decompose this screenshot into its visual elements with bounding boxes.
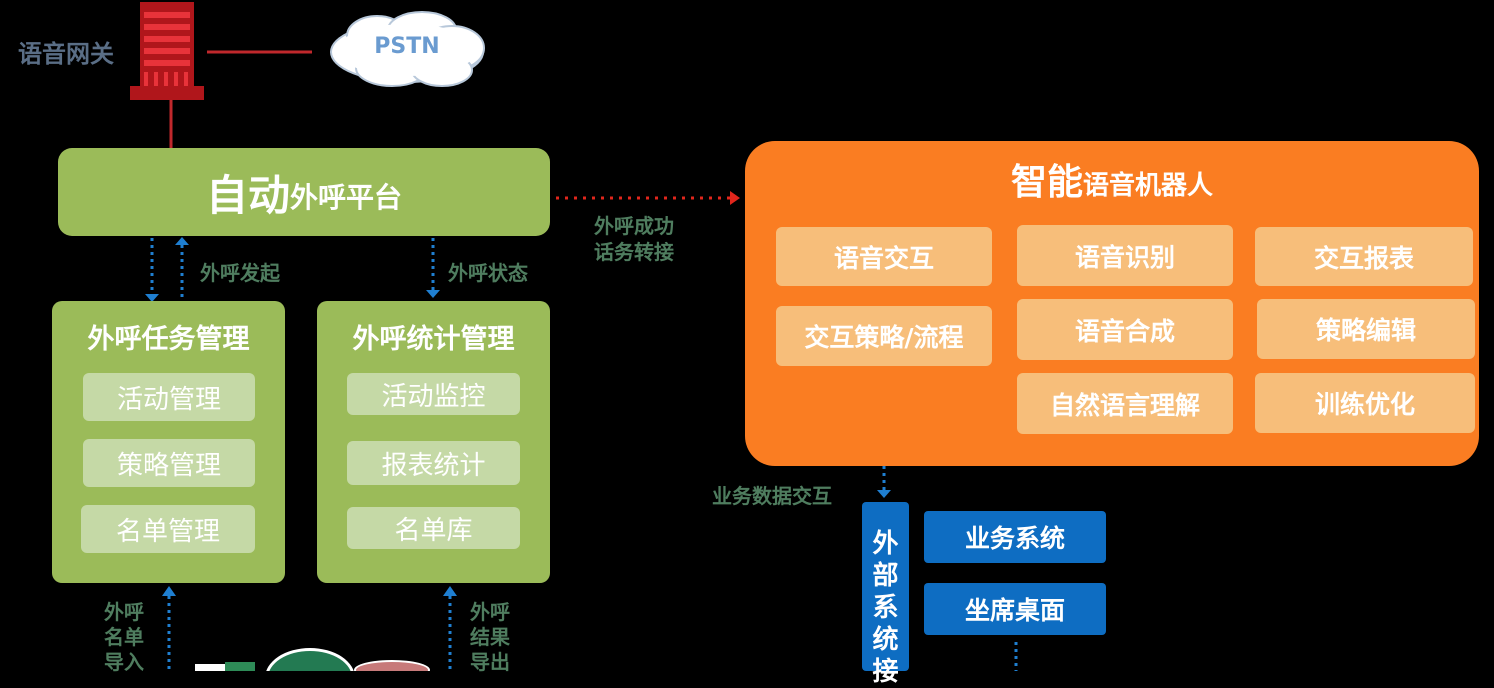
- speech-synthesis-button[interactable]: 语音合成: [1017, 299, 1233, 360]
- call-success-label: 外呼成功 话务转接: [594, 214, 674, 264]
- strategy-management-button[interactable]: 策略管理: [83, 439, 255, 487]
- call-initiate-label: 外呼发起: [200, 261, 280, 285]
- business-data-label: 业务数据交互: [712, 484, 832, 508]
- nlu-button[interactable]: 自然语言理解: [1017, 373, 1233, 434]
- list-import-icon: [195, 648, 355, 671]
- activity-management-button[interactable]: 活动管理: [83, 373, 255, 421]
- call-status-label: 外呼状态: [448, 261, 528, 285]
- voice-gateway-icon: [130, 2, 204, 100]
- database-icon: [354, 660, 434, 671]
- pstn-label: PSTN: [374, 34, 440, 59]
- voice-interaction-button[interactable]: 语音交互: [776, 227, 992, 286]
- strategy-edit-button[interactable]: 策略编辑: [1257, 299, 1475, 359]
- robot-panel-title: 智能语音机器人: [1010, 162, 1214, 203]
- list-library-button[interactable]: 名单库: [347, 507, 520, 549]
- platform-title-small: 外呼平台: [290, 181, 403, 214]
- agent-desktop-button[interactable]: 坐席桌面: [924, 583, 1106, 635]
- interaction-report-button[interactable]: 交互报表: [1255, 227, 1473, 286]
- training-optimization-button[interactable]: 训练优化: [1255, 373, 1475, 433]
- business-system-button[interactable]: 业务系统: [924, 511, 1106, 563]
- list-management-button[interactable]: 名单管理: [81, 505, 255, 553]
- report-statistics-button[interactable]: 报表统计: [347, 441, 520, 485]
- task-management-panel: 外呼任务管理 活动管理 策略管理 名单管理: [52, 301, 285, 583]
- stats-management-panel: 外呼统计管理 活动监控 报表统计 名单库: [317, 301, 550, 583]
- speech-recognition-button[interactable]: 语音识别: [1017, 225, 1233, 286]
- list-import-label: 外呼 名单 导入: [104, 600, 144, 674]
- platform-title-big: 自动: [205, 170, 290, 220]
- cloud-icon: [330, 11, 485, 87]
- voice-robot-panel: 智能语音机器人 语音交互 语音识别 交互报表 交互策略/流程 语音合成 策略编辑…: [745, 141, 1479, 466]
- activity-monitor-button[interactable]: 活动监控: [347, 373, 520, 415]
- stats-panel-title: 外呼统计管理: [352, 324, 515, 355]
- connector-lines: [145, 50, 1018, 671]
- gateway-label: 语音网关: [18, 40, 114, 68]
- result-export-label: 外呼 结果 导出: [470, 600, 510, 674]
- task-panel-title: 外呼任务管理: [87, 324, 250, 355]
- external-system-interface: 外 部 系 统 接: [862, 502, 909, 687]
- outbound-platform-bar: 自动 外呼平台: [58, 148, 550, 236]
- interaction-strategy-button[interactable]: 交互策略/流程: [776, 306, 992, 366]
- pstn-cloud: PSTN: [322, 8, 492, 92]
